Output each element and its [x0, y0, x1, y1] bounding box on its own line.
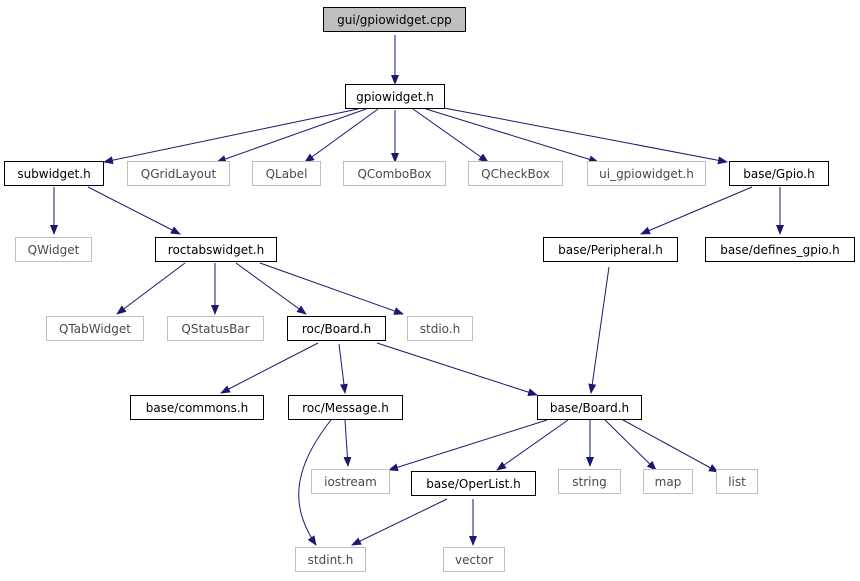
node-roc-message-h[interactable]: roc/Message.h	[288, 395, 403, 420]
edge-gpiowidget-h-to-ui-gpiowidget-h	[425, 108, 599, 164]
edge-roc-message-h-to-stdint-h	[298, 419, 332, 546]
node-qcheckbox: QCheckBox	[468, 161, 563, 186]
node-base-peripheral-h[interactable]: base/Peripheral.h	[543, 237, 678, 262]
edge-roc-message-h-to-iostream	[343, 419, 352, 467]
edge-base-board-h-to-base-operlist-h	[496, 419, 569, 471]
edge-roc-board-h-to-base-commons-h	[220, 342, 319, 394]
edge-roctabswidget-h-to-stdio-h	[259, 262, 404, 315]
node-map: map	[643, 469, 693, 494]
edge-base-board-h-to-list	[622, 419, 719, 473]
node-base-operlist-h[interactable]: base/OperList.h	[411, 471, 536, 496]
edge-roctabswidget-h-to-qtabwidget	[116, 262, 186, 315]
node-vector: vector	[443, 547, 505, 572]
node-ui-gpiowidget-h: ui_gpiowidget.h	[587, 161, 706, 186]
node-qtabwidget: QTabWidget	[46, 316, 144, 341]
node-qgridlayout: QGridLayout	[127, 161, 230, 186]
node-roctabswidget-h[interactable]: roctabswidget.h	[155, 237, 277, 262]
node-stdint-h: stdint.h	[295, 547, 366, 572]
node-qstatusbar: QStatusBar	[167, 316, 264, 341]
node-qcombobox: QComboBox	[343, 161, 446, 186]
node-base-commons-h[interactable]: base/commons.h	[130, 395, 264, 420]
edge-base-gpio-h-to-base-peripheral-h	[640, 186, 753, 235]
edge-base-operlist-h-to-stdint-h	[351, 498, 448, 546]
node-list: list	[716, 469, 758, 494]
edge-gpiowidget-h-to-subwidget-h	[103, 108, 359, 165]
edge-base-peripheral-h-to-base-board-h	[588, 266, 610, 394]
edge-gpiowidget-h-to-qlabel	[304, 108, 379, 163]
node-gpiowidget-h[interactable]: gpiowidget.h	[345, 84, 445, 109]
edge-roc-board-h-to-roc-message-h	[338, 343, 348, 394]
node-base-gpio-h[interactable]: base/Gpio.h	[729, 161, 829, 186]
edge-base-board-h-to-map	[604, 419, 657, 471]
edge-roctabswidget-h-to-roc-board-h	[235, 262, 307, 315]
edge-gpiowidget-h-to-qcheckbox	[412, 108, 489, 163]
edge-gpiowidget-h-to-qgridlayout	[216, 108, 367, 163]
edge-roc-board-h-to-base-board-h	[376, 342, 538, 397]
node-gpiowidget-cpp[interactable]: gui/gpiowidget.cpp	[323, 7, 466, 32]
node-string: string	[558, 469, 621, 494]
edge-gpiowidget-h-to-base-gpio-h	[443, 107, 728, 165]
edge-base-board-h-to-iostream	[388, 419, 548, 472]
node-subwidget-h[interactable]: subwidget.h	[4, 161, 104, 186]
node-base-board-h[interactable]: base/Board.h	[537, 395, 642, 420]
node-roc-board-h[interactable]: roc/Board.h	[287, 316, 386, 341]
edge-subwidget-h-to-roctabswidget-h	[87, 186, 181, 235]
node-qwidget: QWidget	[15, 237, 92, 262]
node-qlabel: QLabel	[252, 161, 321, 186]
node-base-defines-gpio-h[interactable]: base/defines_gpio.h	[705, 237, 855, 262]
node-iostream: iostream	[311, 469, 390, 494]
node-stdio-h: stdio.h	[407, 316, 473, 341]
